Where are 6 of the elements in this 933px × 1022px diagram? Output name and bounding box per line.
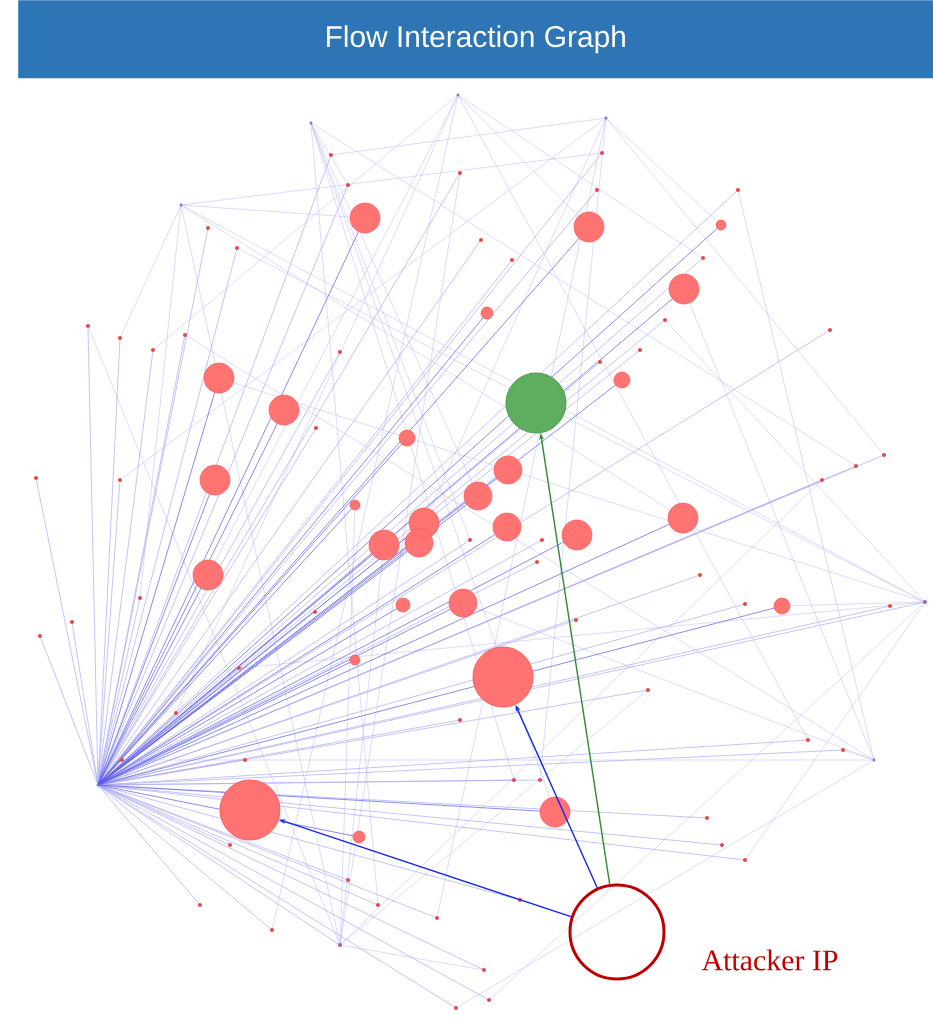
- title-bar: Flow Interaction Graph: [18, 0, 933, 79]
- graph-vertex: [219, 779, 281, 841]
- highlight-ring: [568, 883, 666, 981]
- graph-vertex: [505, 372, 567, 434]
- node-label: Attacker IP: [701, 949, 838, 971]
- graph-vertex: [472, 646, 534, 708]
